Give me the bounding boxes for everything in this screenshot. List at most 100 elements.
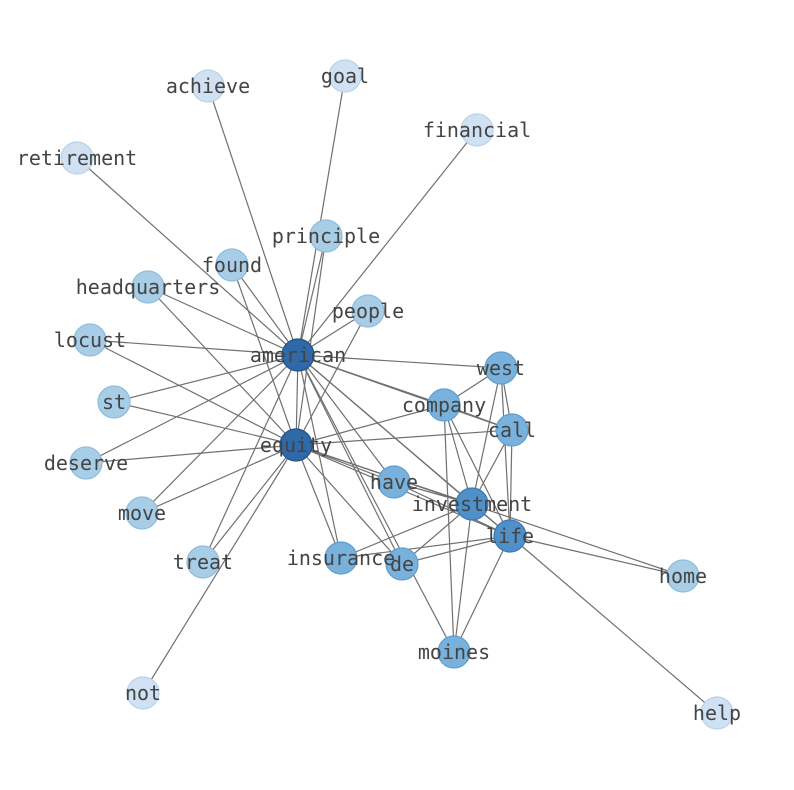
node-retirement[interactable] <box>60 141 94 175</box>
node-label-life: life <box>486 524 534 548</box>
edge-equity-have <box>295 444 395 483</box>
node-insurance[interactable] <box>324 541 358 575</box>
node-financial[interactable] <box>460 113 494 147</box>
edge-life-moines <box>453 535 511 653</box>
node-label-moines: moines <box>418 640 490 664</box>
node-label-home: home <box>659 564 707 588</box>
edge-american-goal <box>297 75 346 356</box>
node-move[interactable] <box>125 496 159 530</box>
node-company[interactable] <box>427 388 461 422</box>
edge-equity-st <box>113 401 297 446</box>
edge-equity-company <box>295 404 445 446</box>
node-american[interactable] <box>281 338 315 372</box>
node-label-equity: equity <box>260 433 332 457</box>
node-label-insurance: insurance <box>287 546 395 570</box>
edge-life-home <box>509 535 684 577</box>
edge-investment-west <box>471 367 502 505</box>
node-label-headquarters: headquarters <box>76 275 221 299</box>
node-label-move: move <box>118 501 166 525</box>
edge-investment-company <box>443 404 473 505</box>
node-label-treat: treat <box>173 550 233 574</box>
node-people[interactable] <box>351 294 385 328</box>
edge-american-deserve <box>85 354 299 464</box>
edge-american-moines <box>297 354 455 653</box>
edge-american-de <box>297 354 403 565</box>
node-label-people: people <box>332 299 404 323</box>
node-goal[interactable] <box>328 59 362 93</box>
edge-equity-move <box>141 444 297 514</box>
node-headquarters[interactable] <box>131 270 165 304</box>
edge-american-have <box>297 354 395 483</box>
node-label-st: st <box>102 390 126 414</box>
edge-american-retirement <box>76 157 299 356</box>
edge-equity-locust <box>89 339 297 446</box>
edge-life-west <box>500 367 511 537</box>
node-west[interactable] <box>484 351 518 385</box>
node-achieve[interactable] <box>191 69 225 103</box>
edge-equity-deserve <box>85 444 297 464</box>
node-label-call: call <box>488 418 536 442</box>
edge-equity-de <box>295 444 403 565</box>
edge-equity-insurance <box>295 444 342 559</box>
edge-american-insurance <box>297 354 342 559</box>
edge-equity-call <box>295 429 513 446</box>
node-deserve[interactable] <box>69 446 103 480</box>
node-help[interactable] <box>700 696 734 730</box>
edge-equity-not <box>142 444 297 694</box>
node-label-not: not <box>125 681 161 705</box>
edge-american-found <box>231 264 299 356</box>
edge-american-headquarters <box>147 286 299 356</box>
edge-life-company <box>443 404 511 537</box>
edge-life-have <box>393 481 511 537</box>
node-st[interactable] <box>97 385 131 419</box>
node-label-american: american <box>250 343 346 367</box>
node-label-retirement: retirement <box>17 146 137 170</box>
edge-life-insurance <box>340 535 511 559</box>
node-layer <box>60 59 734 730</box>
edge-investment-insurance <box>340 503 473 559</box>
node-label-de: de <box>390 552 414 576</box>
node-de[interactable] <box>385 547 419 581</box>
node-principle[interactable] <box>309 219 343 253</box>
edge-american-principle <box>297 235 327 356</box>
edge-equity-home <box>295 444 684 577</box>
edge-american-move <box>141 354 299 514</box>
node-label-locust: locust <box>54 328 126 352</box>
node-label-west: west <box>477 356 525 380</box>
edge-life-de <box>401 535 511 565</box>
edge-american-financial <box>297 129 478 356</box>
node-equity[interactable] <box>279 428 313 462</box>
edge-investment-moines <box>453 503 473 653</box>
edge-equity-principle <box>295 235 327 446</box>
edge-equity-found <box>231 264 297 446</box>
node-label-financial: financial <box>423 118 531 142</box>
node-label-deserve: deserve <box>44 451 128 475</box>
node-locust[interactable] <box>73 323 107 357</box>
edge-life-help <box>509 535 718 714</box>
node-found[interactable] <box>215 248 249 282</box>
edge-life-call <box>509 429 513 537</box>
node-treat[interactable] <box>186 545 220 579</box>
node-home[interactable] <box>666 559 700 593</box>
node-label-goal: goal <box>321 64 369 88</box>
node-label-principle: principle <box>272 224 380 248</box>
node-label-investment: investment <box>412 492 532 516</box>
edge-american-west <box>297 354 502 369</box>
label-layer: american equity investment life company west c… <box>17 64 741 725</box>
node-label-found: found <box>202 253 262 277</box>
edge-company-moines <box>443 404 455 653</box>
edge-layer <box>76 75 718 714</box>
node-investment[interactable] <box>455 487 489 521</box>
node-life[interactable] <box>493 519 527 553</box>
node-have[interactable] <box>377 465 411 499</box>
node-label-company: company <box>402 393 486 417</box>
node-not[interactable] <box>126 676 160 710</box>
edge-equity-people <box>295 310 369 446</box>
edge-american-achieve <box>207 85 299 356</box>
edge-american-treat <box>202 354 299 563</box>
edge-equity-headquarters <box>147 286 297 446</box>
node-moines[interactable] <box>437 635 471 669</box>
node-call[interactable] <box>495 413 529 447</box>
